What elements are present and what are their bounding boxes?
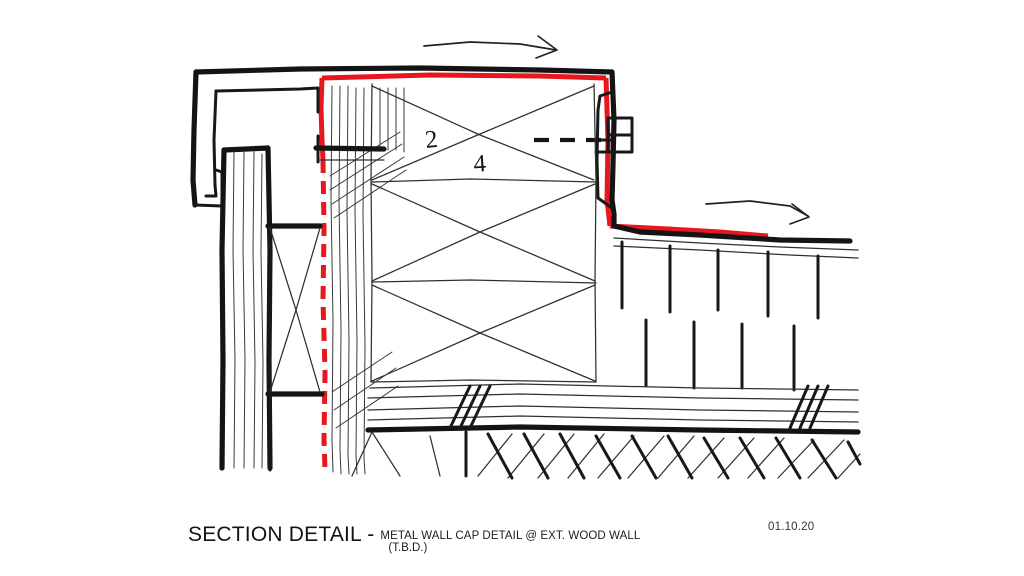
plate-line-3	[367, 405, 859, 413]
blocking-left-edge	[370, 83, 373, 383]
membrane-roof-run	[609, 223, 769, 239]
cap-roof-extension	[611, 211, 853, 244]
sheathing-line-5	[362, 87, 366, 475]
structural-hatch-region	[351, 430, 862, 480]
drawing-date: 01.10.20	[768, 521, 815, 533]
plate-line-4	[367, 415, 859, 423]
cap-inner-left	[204, 89, 218, 198]
wood-plate-band	[365, 383, 861, 435]
cap-inner-right-leg	[595, 108, 614, 210]
slope-arrow-roof	[705, 200, 810, 225]
blocking-divider-1	[371, 178, 597, 183]
sheathing-diag-5	[331, 351, 393, 393]
waterproofing-membrane	[318, 72, 769, 471]
plate-line-1	[369, 383, 859, 391]
slope-arrow-roof-shaft	[705, 200, 809, 217]
cleat-bracket	[594, 116, 634, 154]
sheathing-diag-7	[335, 385, 399, 429]
blocking-x1-a	[371, 85, 595, 181]
plate-line-2	[367, 393, 859, 401]
cap-left-leg	[190, 69, 199, 208]
head-plate-bar	[313, 145, 387, 152]
title-tbd-note: (T.B.D.)	[388, 542, 428, 555]
plate-break-3	[468, 384, 492, 430]
membrane-top-run	[321, 72, 607, 81]
plate-bottom-heavy	[365, 424, 861, 435]
title-subtitle-group: METAL WALL CAP DETAIL @ EXT. WOOD WALL (…	[380, 524, 640, 555]
title-main-label: SECTION DETAIL -	[188, 523, 375, 546]
siding-grain-1	[232, 151, 236, 469]
slope-arrow-top	[423, 35, 558, 59]
roof-deck	[613, 237, 859, 392]
wall-head-plate	[313, 134, 387, 164]
plate-break-6	[808, 384, 830, 430]
blocking-x3-b	[371, 284, 596, 382]
plate-break-5	[798, 384, 820, 430]
annotation-number-2: 2	[424, 126, 439, 154]
sheathing-line-3	[346, 85, 350, 475]
blocking-divider-3	[371, 379, 597, 383]
siding-left-edge	[219, 147, 227, 471]
sheathing-diag-6	[333, 367, 397, 411]
title-subtitle: METAL WALL CAP DETAIL @ EXT. WOOD WALL	[380, 530, 641, 542]
siding-grain-2	[242, 151, 246, 469]
annotation-number-4: 4	[473, 150, 488, 178]
slope-arrow-top-head	[535, 35, 558, 59]
slope-arrow-top-shaft	[423, 41, 557, 51]
sheathing-diag-1	[329, 131, 401, 177]
sheathing-line-4	[354, 87, 358, 475]
blocking-divider-2	[371, 279, 597, 284]
siding-grain-4	[260, 153, 264, 469]
sheathing-line-2	[338, 85, 342, 475]
stud-bay-bracing	[265, 223, 325, 472]
cap-inner-fold	[214, 86, 320, 114]
cap-outer-profile	[193, 65, 617, 217]
title-block: SECTION DETAIL - METAL WALL CAP DETAIL @…	[188, 524, 640, 555]
stud-bay-x-b	[269, 227, 321, 393]
blocking-x2-b	[371, 183, 596, 282]
plate-break-4	[788, 384, 810, 430]
roof-deck-second-line	[613, 245, 859, 259]
metal-wall-cap	[190, 65, 853, 244]
siding-grain-3	[252, 151, 256, 469]
blocking-right-edge	[593, 83, 597, 383]
sheathing-diag-3	[331, 156, 405, 205]
plate-break-2	[458, 384, 482, 430]
sheathing-diag-2	[329, 143, 403, 191]
membrane-wall-dashed	[320, 159, 328, 471]
slope-arrow-roof-head	[789, 203, 810, 225]
roof-deck-underside	[613, 237, 859, 251]
blocking-x1-b	[371, 85, 595, 181]
membrane-right-face	[603, 77, 613, 227]
wall-sheathing-layers	[329, 85, 407, 475]
blocking-stack	[370, 83, 597, 383]
cap-inner-right-top	[596, 90, 614, 112]
sheathing-line-1	[330, 85, 334, 473]
sheathing-diag-4	[333, 169, 407, 219]
plate-break-1	[448, 384, 472, 430]
